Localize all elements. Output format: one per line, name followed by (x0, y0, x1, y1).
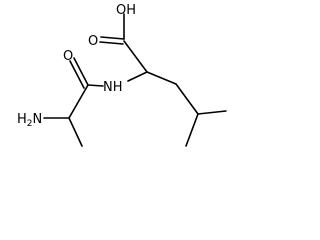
atom-label-nh2: H2N (17, 112, 42, 129)
bond-acidC-alpha (123, 40, 148, 73)
atom-label-nh2-h: H (17, 112, 27, 127)
bond-ch2-ch (175, 83, 199, 115)
bond-ch-ch3-right (197, 110, 227, 115)
molecule-structure: OH O O NH H2N (17, 3, 227, 147)
bond-nh-amideC (87, 84, 104, 87)
bond-amideC-o-double-b (69, 60, 85, 89)
bond-acidC-o-double-a (100, 36, 125, 40)
atom-label-oh: OH (116, 3, 136, 18)
bond-alaAlpha-ch3 (68, 117, 83, 147)
bond-ch-ch3-down (185, 113, 199, 147)
atom-label-acid-o: O (88, 34, 98, 49)
atom-label-nh2-subscript: 2 (27, 119, 33, 129)
atom-label-nh: NH (103, 80, 123, 95)
atom-label-amide-o: O (63, 49, 73, 64)
atom-label-nh2-n: N (33, 112, 43, 127)
bond-alpha-nh (127, 71, 148, 82)
bond-amideC-alaAlpha (68, 84, 89, 119)
bond-alpha-ch2 (146, 71, 177, 85)
bond-acidC-o-double-b (99, 41, 124, 45)
bond-amideC-o-double-a (73, 57, 89, 86)
